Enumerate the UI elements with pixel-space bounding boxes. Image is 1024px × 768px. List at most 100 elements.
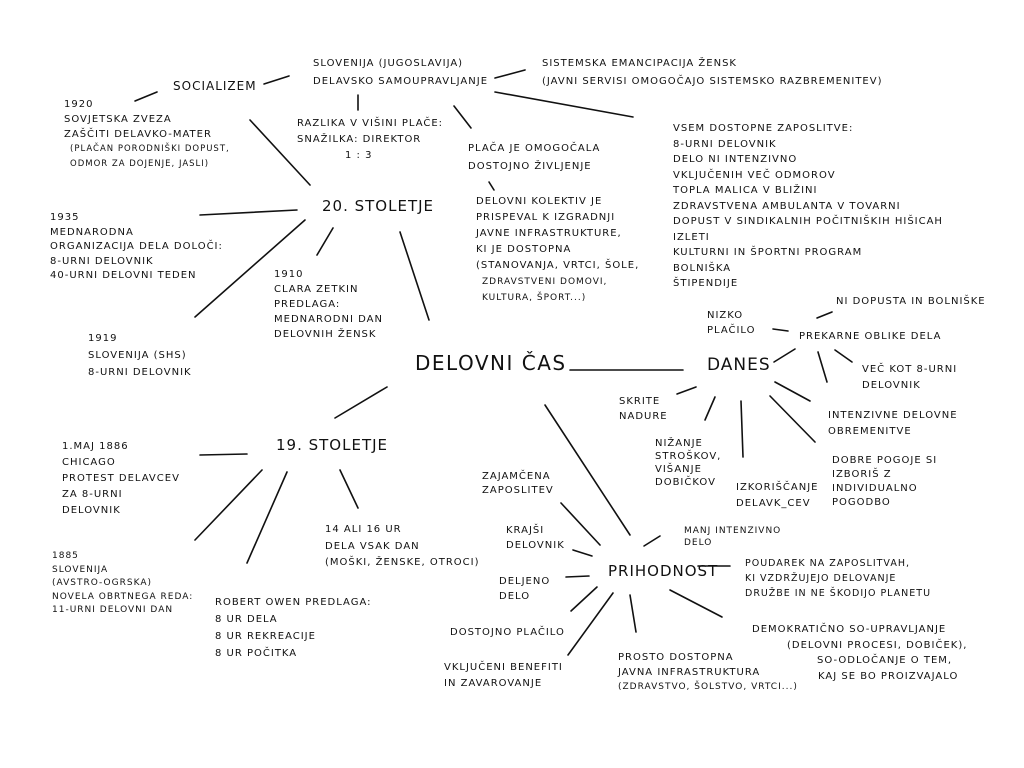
node-poudarek-na-zaposlitvah: POUDAREK NA ZAPOSLITVAH, KI VZDRŽUJEJO DE…: [745, 556, 931, 601]
node-text-line: (ZDRAVSTVO, ŠOLSTVO, VRTCI...): [618, 682, 798, 692]
node-text-line: (AVSTRO-OGRSKA): [52, 578, 152, 588]
node-text-line: STROŠKOV,: [655, 451, 722, 462]
node-text-line: 8 UR POČITKA: [215, 648, 298, 659]
node-text-line: PREKARNE OBLIKE DELA: [799, 331, 942, 342]
node-text-line: CLARA ZETKIN: [274, 284, 359, 295]
node-text-line: DRUŽBE IN NE ŠKODIJO PLANETU: [745, 588, 932, 599]
node-text-line: INDIVIDUALNO: [832, 483, 918, 494]
node-text-line: ODMOR ZA DOJENJE, JASLI): [70, 159, 210, 169]
node-text-line: 1.MAJ 1886: [62, 441, 129, 452]
node-izkoriscanje: IZKORIŠČANJE DELAVK_CEV: [736, 480, 819, 512]
node-text-line: (PLAČAN PORODNIŠKI DOPUST,: [70, 144, 230, 154]
node-vsem-dostopne-zaposlitve: VSEM DOSTOPNE ZAPOSLITVE:8-URNI DELOVNIK…: [673, 121, 943, 292]
node-demokraticno-soupravljanje: DEMOKRATIČNO SO-UPRAVLJANJE(DELOVNI PROC…: [752, 622, 967, 684]
node-vec-kot-8-urni: VEČ KOT 8-URNI DELOVNIK: [862, 362, 957, 394]
node-text-line: DOSTOJNO ŽIVLJENJE: [468, 161, 592, 172]
node-text-line: DANES: [707, 355, 771, 375]
node-text-line: SOVJETSKA ZVEZA: [64, 114, 172, 125]
node-text-line: 20. STOLETJE: [322, 197, 435, 215]
node-text-line: 8-URNI DELOVNIK: [50, 255, 154, 267]
node-text-line: ŠTIPENDIJE: [673, 278, 739, 289]
node-text-line: INTENZIVNE DELOVNE: [828, 410, 958, 421]
node-text-line: JAVNA INFRASTRUKTURA: [618, 666, 761, 678]
node-text-line: 8 UR DELA: [215, 614, 278, 625]
node-text-line: IZKORIŠČANJE: [736, 482, 819, 493]
node-text-line: DOBRE POGOJE SI: [832, 455, 938, 466]
node-text-line: (JAVNI SERVISI OMOGOČAJO SISTEMSKO RAZBR…: [542, 76, 883, 87]
node-text-line: SNAŽILKA: DIREKTOR: [297, 134, 422, 145]
node-text-line: (MOŠKI, ŽENSKE, OTROCI): [325, 557, 480, 568]
node-text-line: SISTEMSKA EMANCIPACIJA ŽENSK: [542, 58, 737, 69]
node-text-line: IN ZAVAROVANJE: [444, 678, 543, 689]
node-text-line: DOBIČKOV: [655, 477, 716, 488]
node-text-line: DELO NI INTENZIVNO: [673, 154, 798, 165]
node-text-line: DELAVK_CEV: [736, 498, 811, 509]
central-topic-delovni-cas: DELOVNI ČAS: [415, 353, 567, 373]
node-text-line: VSEM DOSTOPNE ZAPOSLITVE:: [673, 123, 854, 134]
node-text-line: KI VZDRŽUJEJO DELOVANJE: [745, 573, 897, 584]
node-text-line: DELO: [499, 591, 531, 602]
node-text-line: ZAPOSLITEV: [482, 485, 554, 496]
node-text-line: SOCIALIZEM: [173, 79, 257, 93]
node-text-line: SO-ODLOČANJE O TEM,: [817, 655, 953, 666]
node-text-line: PRIHODNOST: [608, 562, 719, 580]
branch-prihodnost: PRIHODNOST: [608, 562, 718, 580]
node-prekarne-oblike: PREKARNE OBLIKE DELA: [799, 329, 941, 344]
node-text-line: POUDAREK NA ZAPOSLITVAH,: [745, 558, 910, 569]
node-text-line: 8-URNI DELOVNIK: [88, 367, 192, 378]
node-text-line: 14 ALI 16 UR: [325, 524, 402, 535]
node-text-line: PRISPEVAL K IZGRADNJI: [476, 212, 616, 223]
node-text-line: VEČ KOT 8-URNI: [862, 364, 958, 375]
node-text-line: ZAJAMČENA: [482, 471, 551, 482]
node-text-line: PREDLAGA:: [274, 299, 341, 310]
node-text-line: ZDRAVSTVENI DOMOVI,: [482, 277, 608, 287]
node-text-line: ZAŠČITI DELAVKO-MATER: [64, 129, 212, 140]
node-text-line: ZDRAVSTVENA AMBULANTA V TOVARNI: [673, 200, 901, 212]
node-text-line: DELOVNIK: [506, 540, 565, 551]
node-text-line: DELA VSAK DAN: [325, 540, 420, 552]
node-text-line: (DELOVNI PROCESI, DOBIČEK),: [787, 639, 968, 651]
node-text-line: 8 UR REKREACIJE: [215, 631, 316, 642]
node-14-ali-16-ur: 14 ALI 16 UR DELA VSAK DAN (MOŠKI, ŽENSKE,…: [325, 522, 479, 572]
node-text-line: KULTURA, ŠPORT...): [482, 293, 587, 303]
node-ni-dopusta: NI DOPUSTA IN BOLNIŠKE: [836, 294, 986, 309]
node-text-line: NIZKO: [707, 310, 744, 321]
node-text-line: DOSTOJNO PLAČILO: [450, 627, 565, 638]
node-text-line: NI DOPUSTA IN BOLNIŠKE: [836, 296, 986, 307]
node-text-line: OBREMENITVE: [828, 426, 912, 437]
node-text-line: DELJENO: [499, 576, 551, 587]
node-razlika-place: RAZLIKA V VIŠINI PLAČE:SNAŽILKA: DIREKTO…: [297, 116, 443, 164]
node-text-line: SLOVENIJA: [52, 564, 109, 575]
node-text-line: 1920: [64, 99, 94, 110]
branch-19-stoletje: 19. STOLETJE: [276, 436, 388, 454]
node-text-line: KRAJŠI: [506, 525, 545, 536]
node-sistemska-emancipacija: SISTEMSKA EMANCIPACIJA ŽENSK (JAVNI SERVI…: [542, 55, 882, 91]
node-text-line: PROTEST DELAVCEV: [62, 473, 180, 484]
node-text-line: DOPUST V SINDIKALNIH POČITNIŠKIH HIŠICAH: [673, 216, 943, 227]
node-text-line: 1 : 3: [345, 150, 373, 161]
node-text-line: 1885: [52, 551, 79, 561]
node-text-line: TOPLA MALICA V BLIŽINI: [673, 185, 818, 196]
node-intenzivne-obremenitve: INTENZIVNE DELOVNE OBREMENITVE: [828, 408, 958, 440]
node-text-line: 1919: [88, 333, 118, 344]
node-text-line: ROBERT OWEN PREDLAGA:: [215, 597, 372, 608]
node-zajamcena-zaposlitev: ZAJAMČENA ZAPOSLITEV: [482, 470, 554, 498]
node-text-line: 40-URNI DELOVNI TEDEN: [50, 270, 197, 281]
node-text-line: (STANOVANJA, VRTCI, ŠOLE,: [476, 260, 640, 271]
node-text-line: DELOVNIK: [862, 380, 921, 391]
node-text-line: ZA 8-URNI: [62, 489, 123, 500]
node-text-line: KULTURNI IN ŠPORTNI PROGRAM: [673, 247, 863, 258]
node-text-line: MEDNARODNI DAN: [274, 314, 383, 325]
node-text-line: CHICAGO: [62, 457, 116, 468]
